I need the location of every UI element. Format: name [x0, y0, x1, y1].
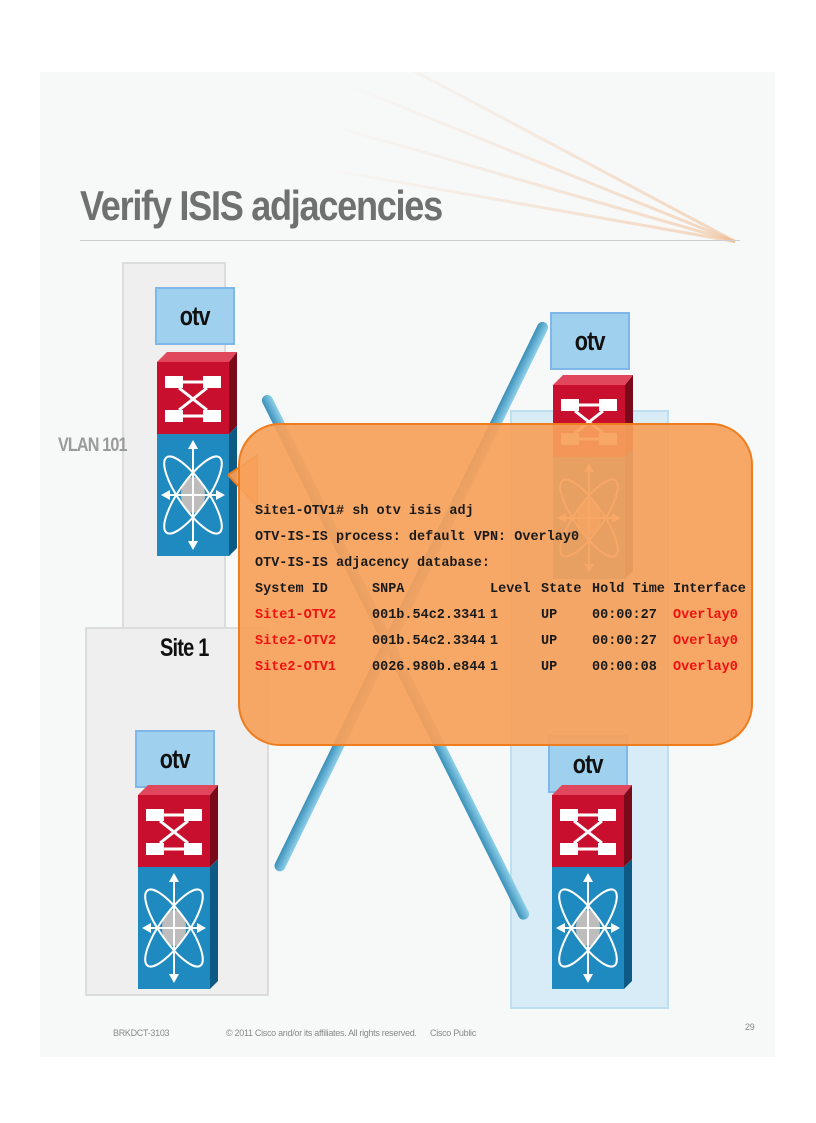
cli-cell-snpa: 0026.980b.e844 [372, 660, 486, 675]
otv-device-site1-top: otv [155, 287, 235, 345]
switch-site1-bottom [138, 785, 218, 995]
footer-classification: Cisco Public [430, 1028, 476, 1038]
vlan-label: VLAN 101 [58, 435, 127, 456]
multilayer-switch-icon [552, 859, 632, 989]
switch-site2-bottom [552, 785, 632, 995]
cli-cell-level: 1 [490, 608, 499, 623]
cli-cell-hold-time: 00:00:08 [592, 660, 657, 675]
layer3-switch-icon [157, 352, 237, 434]
cli-cell-hold-time: 00:00:27 [592, 608, 657, 623]
layer3-switch-icon [138, 785, 218, 867]
footer-copyright: © 2011 Cisco and/or its affiliates. All … [226, 1028, 417, 1038]
cli-cell-interface: Overlay0 [673, 634, 738, 649]
title-divider [80, 240, 740, 241]
cli-cell-system-id: Site2-OTV2 [255, 634, 337, 649]
cli-header-hold-time: Hold Time [592, 582, 665, 597]
cli-cell-snpa: 001b.54c2.3341 [372, 608, 486, 623]
slide-title: Verify ISIS adjacencies [80, 182, 443, 229]
otv-device-site1-bottom: otv [135, 730, 215, 788]
multilayer-switch-icon [157, 426, 237, 556]
cli-cell-hold-time: 00:00:27 [592, 634, 657, 649]
cli-prompt-line: Site1-OTV1# sh otv isis adj [255, 504, 474, 519]
cli-header-state: State [541, 582, 582, 597]
cli-cell-system-id: Site2-OTV1 [255, 660, 337, 675]
footer-page-number: 29 [745, 1022, 755, 1032]
cli-cell-interface: Overlay0 [673, 608, 738, 623]
cli-cell-interface: Overlay0 [673, 660, 738, 675]
cli-cell-state: UP [541, 634, 558, 649]
cli-header-system-id: System ID [255, 582, 328, 597]
cli-header-interface: Interface [673, 582, 746, 597]
layer3-switch-icon [552, 785, 632, 867]
cli-cell-level: 1 [490, 634, 499, 649]
cli-cell-level: 1 [490, 660, 499, 675]
cli-cell-state: UP [541, 660, 558, 675]
site1-label: Site 1 [160, 634, 209, 662]
cli-header-snpa: SNPA [372, 582, 405, 597]
cli-header-level: Level [490, 582, 531, 597]
cli-cell-system-id: Site1-OTV2 [255, 608, 337, 623]
cli-process-line: OTV-IS-IS process: default VPN: Overlay0 [255, 530, 580, 545]
cli-cell-state: UP [541, 608, 558, 623]
otv-device-site2-top: otv [550, 312, 630, 370]
cli-callout: Site1-OTV1# sh otv isis adj OTV-IS-IS pr… [238, 423, 753, 746]
slide: Verify ISIS adjacencies otv [40, 72, 775, 1057]
cli-database-line: OTV-IS-IS adjacency database: [255, 556, 490, 571]
footer-session: BRKDCT-3103 [113, 1028, 170, 1038]
multilayer-switch-icon [138, 859, 218, 989]
cli-cell-snpa: 001b.54c2.3344 [372, 634, 486, 649]
switch-site1-top [157, 352, 237, 562]
